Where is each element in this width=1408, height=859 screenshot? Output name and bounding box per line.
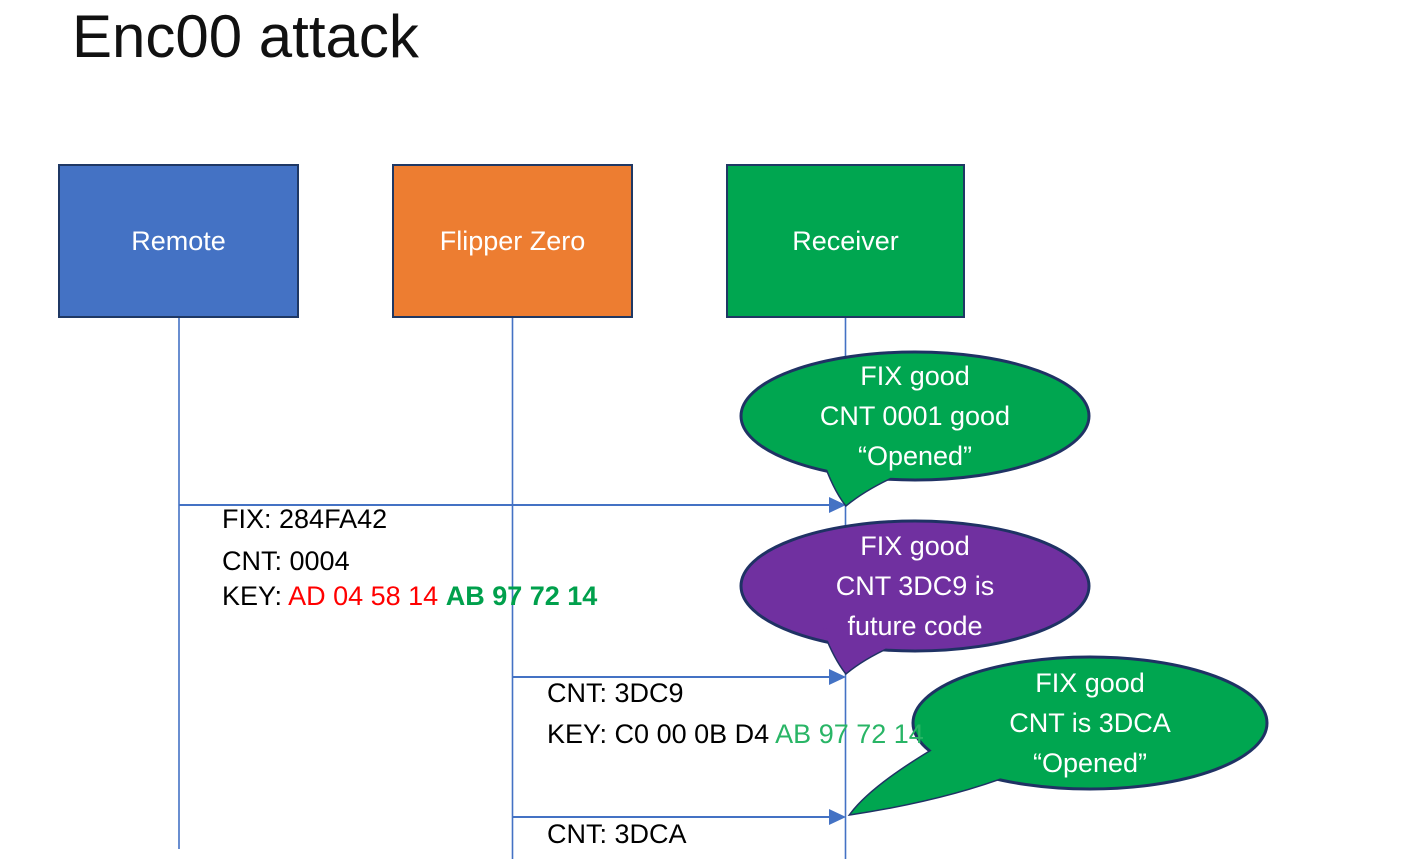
actor-label-flipper-zero: Flipper Zero <box>439 225 586 256</box>
message2-cnt-value: CNT: 3DC9 <box>547 678 684 708</box>
message2-key-prefix: KEY: C0 00 0B D4 <box>547 719 776 749</box>
message2-cnt-label: CNT: 3DC9 <box>517 645 684 741</box>
actor-box-receiver: Receiver <box>726 164 965 318</box>
message2-key-green-part: AB 97 72 14 <box>775 719 924 749</box>
message1-fix-label: FIX: 284FA42 <box>192 471 387 567</box>
callout-bubble-3 <box>847 655 1269 817</box>
message2-key-label: KEY: C0 00 0B D4 AB 97 72 14 <box>517 686 924 782</box>
callout3-text: FIX good CNT is 3DCA “Opened” <box>913 657 1267 789</box>
callout3-line2: CNT is 3DCA <box>1009 708 1171 738</box>
actor-label-remote: Remote <box>131 225 226 256</box>
arrowhead-icon <box>829 497 846 513</box>
actor-box-remote: Remote <box>58 164 299 318</box>
message3-cnt-label: CNT: 3DCA <box>517 786 687 859</box>
callout1-line3: “Opened” <box>857 441 973 471</box>
callout2-line3: future code <box>847 611 983 641</box>
callout-bubble-2 <box>739 519 1091 676</box>
arrow-message-3 <box>512 809 846 825</box>
message1-cnt-value: CNT: 0004 <box>222 546 350 576</box>
message1-key-prefix: KEY: <box>222 581 289 611</box>
message1-fix-value: FIX: 284FA42 <box>222 504 388 534</box>
callout1-text: FIX good CNT 0001 good “Opened” <box>741 352 1089 480</box>
arrow-message-2 <box>512 669 846 685</box>
message3-cnt-value: CNT: 3DCA <box>547 819 687 849</box>
callout-bubble-1 <box>739 350 1091 508</box>
page-title: Enc00 attack <box>72 3 419 70</box>
callout3-line1: FIX good <box>1035 668 1145 698</box>
message3-key-label: KEY: C0 02 8A 33 AB 97 72 14 <box>517 827 918 859</box>
message1-cnt-label: CNT: 0004 <box>192 513 350 609</box>
callout1-line1: FIX good <box>860 361 970 391</box>
arrow-message-1 <box>179 497 846 513</box>
callout2-text: FIX good CNT 3DC9 is future code <box>741 521 1089 651</box>
callout3-line3: “Opened” <box>1032 748 1148 778</box>
callout2-line2: CNT 3DC9 is <box>835 571 995 601</box>
message1-key-red-part: AD 04 58 14 <box>288 581 446 611</box>
callout2-line1: FIX good <box>860 531 970 561</box>
arrowhead-icon <box>829 809 846 825</box>
actor-label-receiver: Receiver <box>792 225 899 256</box>
actor-box-flipper-zero: Flipper Zero <box>392 164 633 318</box>
callout1-line2: CNT 0001 good <box>819 401 1011 431</box>
message1-key-label: KEY: AD 04 58 14 AB 97 72 14 <box>192 548 597 644</box>
arrowhead-icon <box>829 669 846 685</box>
message1-key-green-part: AB 97 72 14 <box>445 581 598 611</box>
